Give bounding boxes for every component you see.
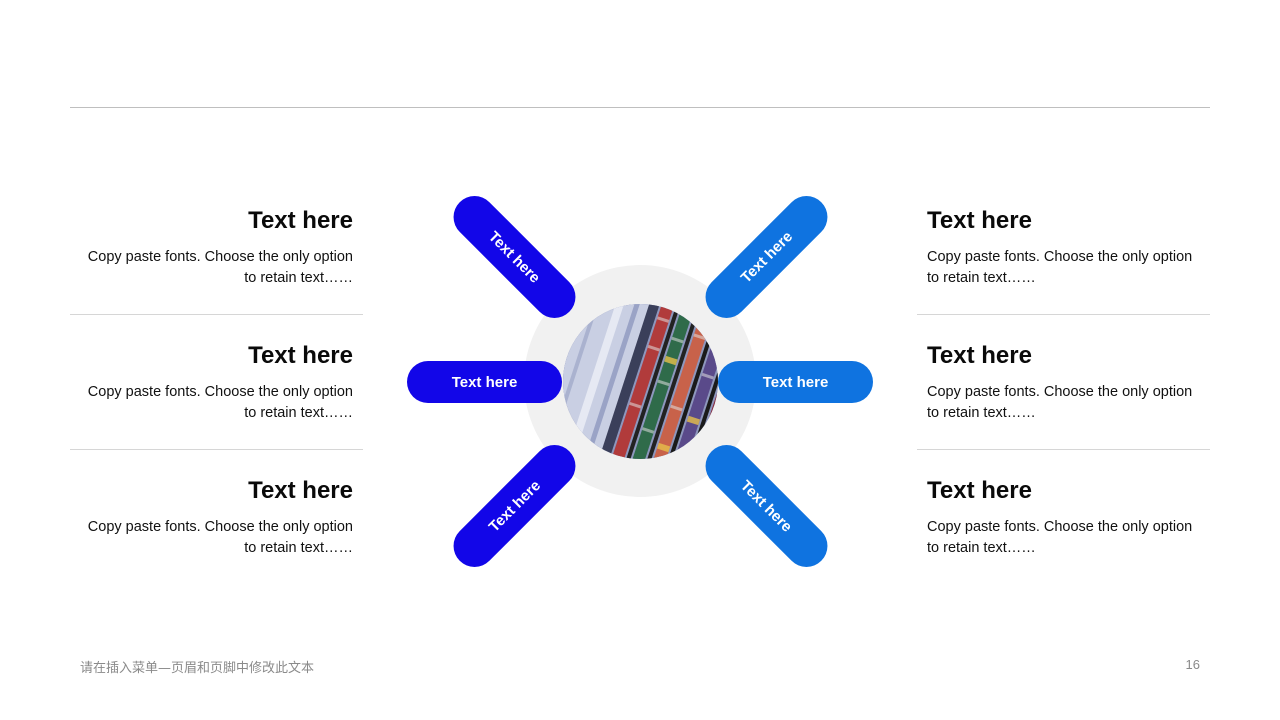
right-divider-1 [917,314,1210,315]
footer-text: 请在插入菜单—页眉和页脚中修改此文本 [80,661,315,676]
pill-mid-right-label: Text here [762,373,829,391]
pill-bottom-left: Text here [444,436,585,576]
pill-mid-left-label: Text here [451,373,518,391]
left-item-3-body: Copy paste fonts. Choose the only option… [87,519,353,556]
right-item-3-body: Copy paste fonts. Choose the only option… [927,519,1193,556]
right-item-1: Text here Copy paste fonts. Choose the o… [917,207,1210,289]
left-item-2: Text here Copy paste fonts. Choose the o… [70,342,363,424]
center-photo [563,304,718,459]
right-divider-2 [917,449,1210,450]
right-item-1-title: Text here [927,207,1032,234]
right-item-2-body: Copy paste fonts. Choose the only option… [927,384,1193,421]
left-divider-2 [70,449,363,450]
page-number: 16 [1185,657,1200,672]
left-item-3: Text here Copy paste fonts. Choose the o… [70,477,363,559]
container-port-image [563,304,718,459]
pill-top-left-label: Text here [485,227,544,287]
pill-top-right-label: Text here [737,227,796,287]
pill-top-right: Text here [696,187,837,327]
left-item-2-body: Copy paste fonts. Choose the only option… [87,384,353,421]
left-item-1: Text here Copy paste fonts. Choose the o… [70,207,363,289]
pill-mid-right: Text here [718,361,873,403]
pill-bottom-left-label: Text here [485,476,544,536]
left-item-1-title: Text here [248,207,353,234]
pill-mid-left: Text here [407,361,562,403]
pill-bottom-right: Text here [696,436,837,576]
pill-top-left: Text here [444,187,585,327]
right-item-2-title: Text here [927,342,1032,369]
right-item-2: Text here Copy paste fonts. Choose the o… [917,342,1210,424]
pill-bottom-right-label: Text here [737,476,796,536]
left-item-3-title: Text here [248,477,353,504]
right-item-3-title: Text here [927,477,1032,504]
right-item-1-body: Copy paste fonts. Choose the only option… [927,249,1193,286]
left-item-2-title: Text here [248,342,353,369]
left-item-1-body: Copy paste fonts. Choose the only option… [87,249,353,286]
right-item-3: Text here Copy paste fonts. Choose the o… [917,477,1210,559]
top-divider [70,107,1210,108]
left-divider-1 [70,314,363,315]
